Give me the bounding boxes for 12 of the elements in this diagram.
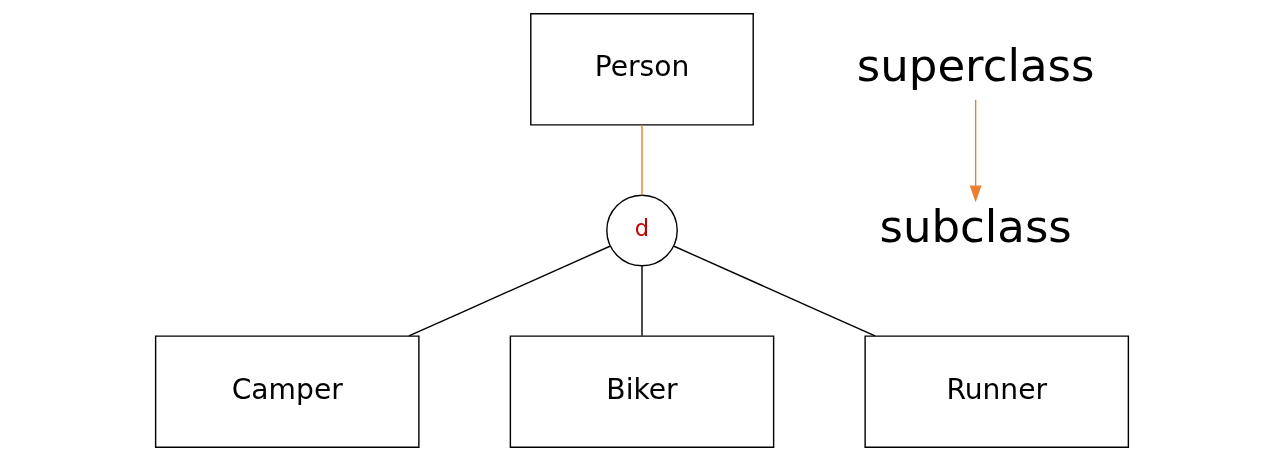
connector [641, 265, 643, 337]
node-box: Person [530, 13, 754, 126]
connector [641, 124, 643, 196]
connector [673, 245, 876, 337]
arrow [969, 99, 982, 203]
node-text: superclass [856, 38, 1095, 92]
node-box: Biker [509, 335, 775, 448]
node-box: Runner [864, 335, 1130, 448]
node-box: Camper [154, 335, 420, 448]
node-circle: d [606, 194, 678, 267]
connector [408, 245, 611, 337]
node-text: subclass [879, 199, 1072, 253]
